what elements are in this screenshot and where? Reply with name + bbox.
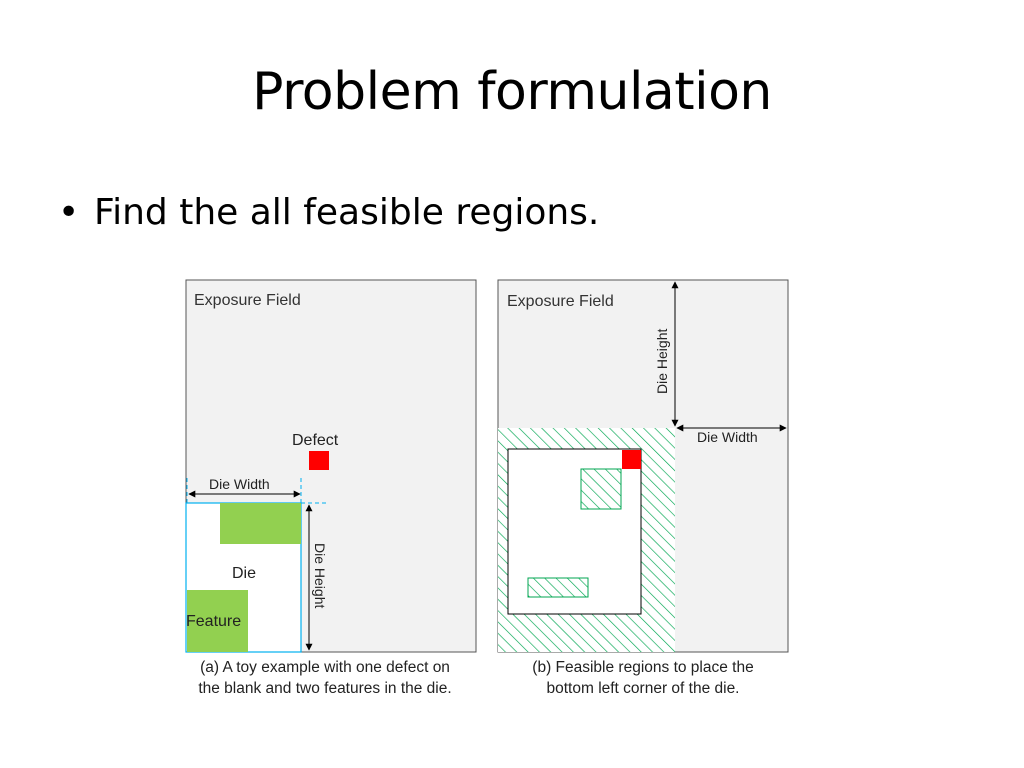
die-height-label-a: Die Height (312, 543, 328, 608)
feasible-island-bottom-b (527, 577, 589, 598)
feature-top-a (220, 503, 301, 544)
defect-a (309, 451, 329, 470)
bullet-item: • Find the all feasible regions. (58, 192, 599, 233)
exposure-field-label-a: Exposure Field (194, 292, 301, 309)
caption-b-line1: (b) Feasible regions to place the (532, 659, 754, 676)
die-width-label-a: Die Width (209, 476, 270, 492)
caption-b-line2: bottom left corner of the die. (546, 680, 740, 697)
bullet-symbol: • (58, 192, 80, 233)
feature-bottom-a (187, 590, 248, 652)
defect-label-a: Defect (292, 432, 339, 449)
figure-b: Exposure Field Die Height Die Width (497, 279, 789, 653)
caption-a-line1: (a) A toy example with one defect on (200, 659, 450, 676)
feasible-island-top-b (580, 468, 622, 510)
caption-a-line2: the blank and two features in the die. (198, 680, 452, 697)
figure-a: Exposure Field Defect Die Feature Die Wi… (185, 279, 477, 653)
caption-a: (a) A toy example with one defect on the… (170, 657, 480, 699)
defect-b (622, 450, 641, 469)
die-width-label-b: Die Width (697, 429, 758, 445)
slide-title: Problem formulation (252, 62, 772, 122)
die-label-a: Die (232, 565, 256, 582)
die-height-label-b: Die Height (654, 329, 670, 394)
caption-b: (b) Feasible regions to place the bottom… (492, 657, 794, 699)
exposure-field-label-b: Exposure Field (507, 293, 614, 310)
feature-label-a: Feature (186, 613, 241, 630)
bullet-text: Find the all feasible regions. (94, 192, 600, 233)
